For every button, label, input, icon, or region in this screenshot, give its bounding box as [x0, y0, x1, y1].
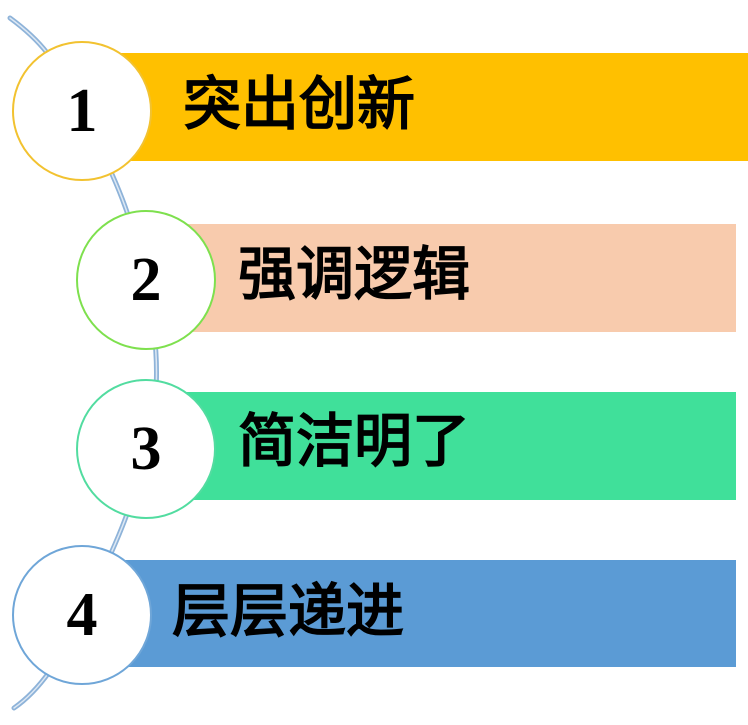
- step-2-number-circle: 2: [76, 210, 216, 350]
- step-3-number: 3: [130, 415, 162, 483]
- step-1-number-circle: 1: [12, 41, 152, 181]
- step-1-label: 突出创新: [183, 70, 416, 138]
- step-2-number: 2: [130, 246, 162, 314]
- step-1-band: [112, 53, 748, 161]
- step-1-number: 1: [66, 77, 98, 145]
- step-2-label: 强调逻辑: [238, 240, 471, 308]
- step-4-label: 层层递进: [172, 577, 405, 645]
- step-4-number-circle: 4: [12, 545, 152, 685]
- step-4-band: [112, 560, 736, 667]
- step-3-band: [176, 392, 736, 500]
- step-3-label: 简洁明了: [238, 407, 471, 475]
- step-3-number-circle: 3: [76, 379, 216, 519]
- step-2-band: [176, 224, 736, 332]
- step-4-number: 4: [66, 581, 98, 649]
